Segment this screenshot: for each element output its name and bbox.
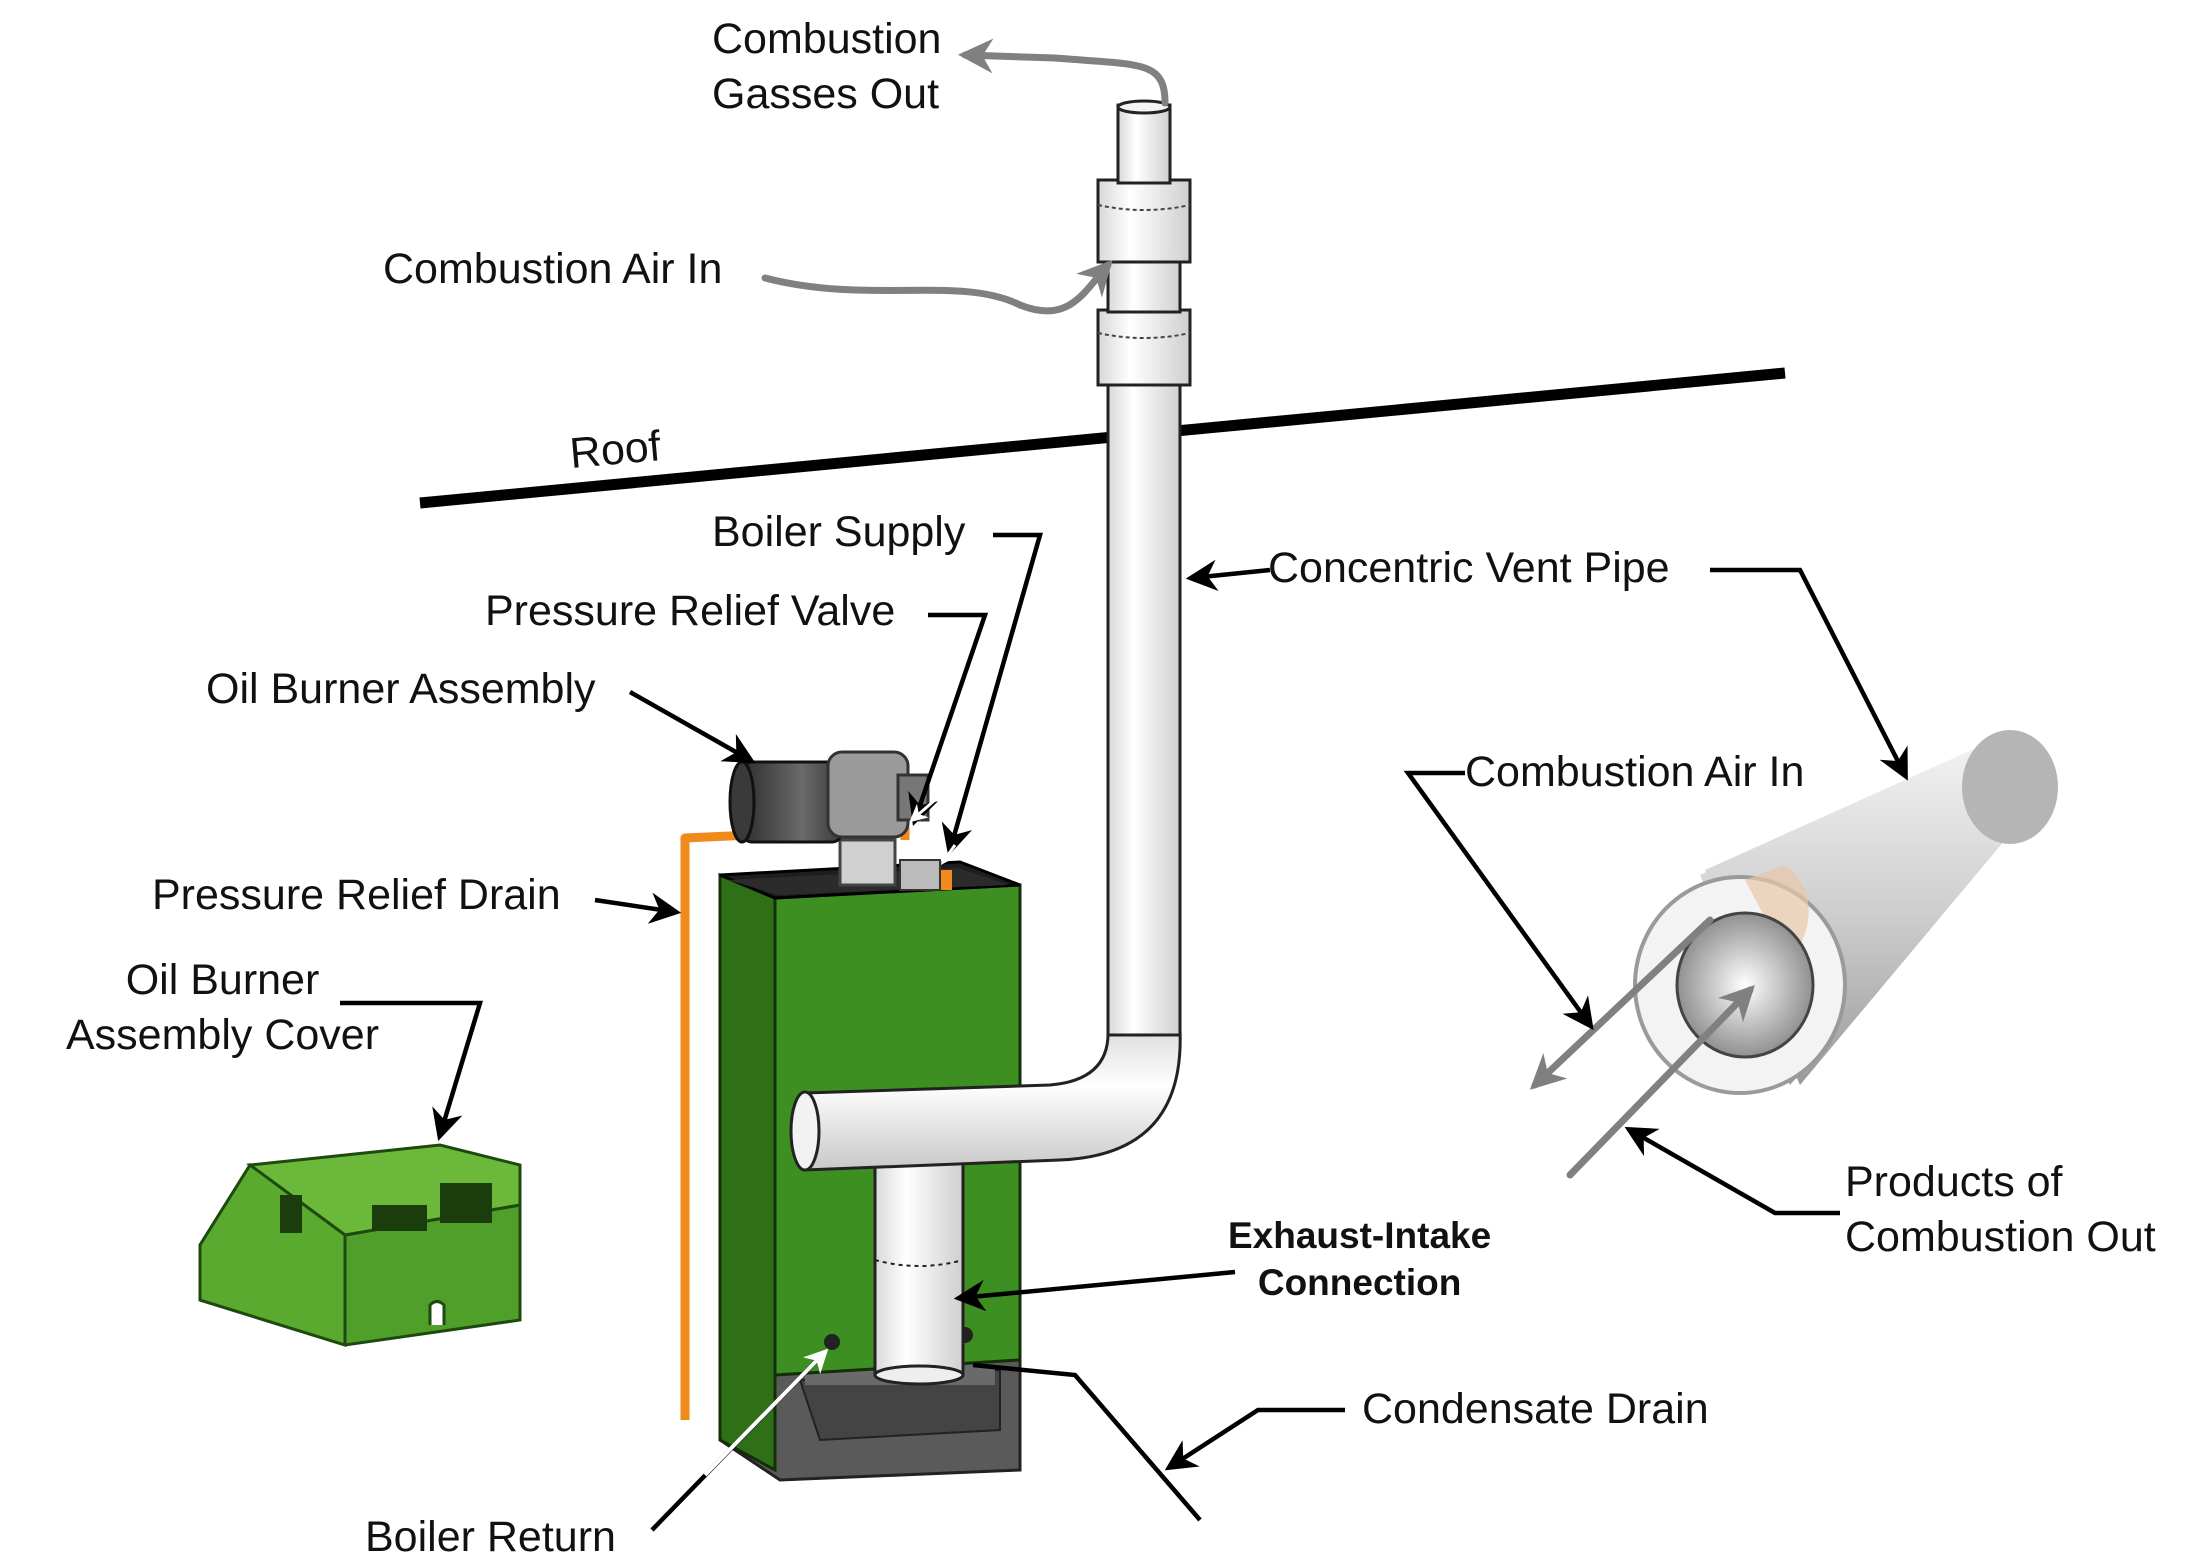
relief-valve-body: [938, 870, 952, 890]
label-exhaust-intake-connection: Exhaust-Intake Connection: [1228, 1212, 1491, 1307]
oil-burner-cover-illustration: [198, 1143, 522, 1348]
relief-valve-pointer: [909, 798, 936, 823]
label-combustion-air-in-top: Combustion Air In: [383, 245, 723, 293]
roof-line: [419, 367, 1786, 509]
boiler-illustration: [718, 860, 1022, 1482]
oil-burner-assembly-illustration: [728, 750, 941, 891]
label-pressure-relief-drain: Pressure Relief Drain: [152, 871, 561, 919]
label-oil-burner-assembly-cover-line2: Assembly Cover: [66, 1011, 380, 1060]
boiler-supply-pointer: [940, 844, 959, 865]
label-combustion-gasses-out: Combustion Gasses Out: [712, 12, 941, 122]
label-exhaust-intake-connection-line1: Exhaust-Intake: [1228, 1215, 1492, 1256]
label-combustion-air-in-right: Combustion Air In: [1465, 748, 1805, 796]
label-exhaust-intake-connection-line2: Connection: [1257, 1262, 1462, 1304]
label-oil-burner-assembly-cover-line1: Oil Burner: [125, 956, 320, 1004]
boiler-return-arrow-tip: [703, 1348, 829, 1477]
label-combustion-gasses-out-line1: Combustion: [712, 15, 942, 63]
label-condensate-drain: Condensate Drain: [1362, 1385, 1709, 1433]
label-boiler-return: Boiler Return: [365, 1513, 616, 1561]
label-oil-burner-assembly-cover: Oil Burner Assembly Cover: [66, 953, 379, 1063]
vent-pipe-illustration: [789, 99, 1192, 1386]
label-oil-burner-assembly: Oil Burner Assembly: [206, 665, 596, 713]
label-products-of-combustion-out-line1: Products of: [1845, 1158, 2063, 1206]
flow-arrows: [761, 38, 1755, 1179]
leader-lines: [340, 532, 1908, 1522]
label-products-of-combustion-out-line2: Combustion Out: [1845, 1213, 2156, 1262]
label-pressure-relief-valve: Pressure Relief Valve: [485, 587, 896, 635]
label-combustion-gasses-out-line2: Gasses Out: [712, 70, 940, 119]
label-roof: Roof: [567, 422, 663, 478]
label-products-of-combustion-out: Products of Combustion Out: [1845, 1155, 2156, 1265]
label-boiler-supply: Boiler Supply: [712, 508, 966, 556]
label-concentric-vent-pipe: Concentric Vent Pipe: [1268, 544, 1670, 592]
